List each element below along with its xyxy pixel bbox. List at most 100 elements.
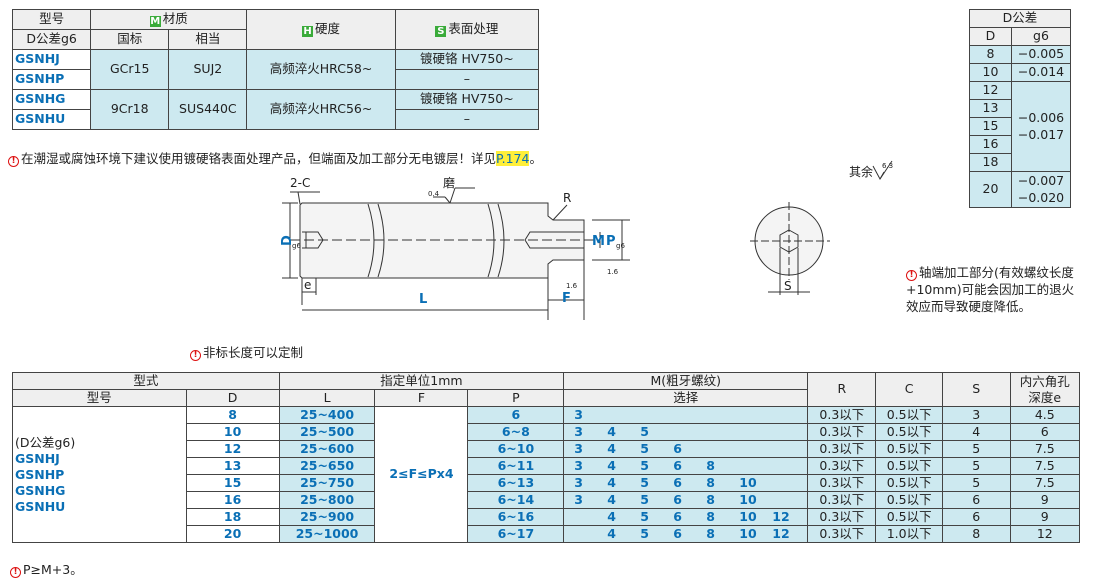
surface-cell: –: [394, 69, 540, 90]
dim-s-label: S: [784, 279, 792, 293]
d-cell: 13: [185, 457, 280, 475]
s-cell: 8: [941, 525, 1011, 543]
tol-header-d: D: [969, 27, 1012, 46]
model-code: GSNHP: [11, 69, 92, 90]
m-option: 10: [739, 525, 757, 541]
r-cell: 0.3以下: [807, 525, 877, 543]
svg-text:0.4: 0.4: [428, 190, 440, 198]
tol-d: 18: [969, 153, 1012, 172]
m-option: 8: [706, 508, 715, 524]
warning-icon: !: [8, 156, 19, 167]
gb-cell: GCr15: [90, 49, 170, 90]
badge-h: H: [302, 25, 314, 37]
s-cell: 5: [941, 440, 1011, 458]
r-cell: 0.3以下: [807, 491, 877, 509]
svg-text:1.6: 1.6: [607, 268, 619, 276]
eq-cell: SUS440C: [168, 89, 248, 130]
header-m: M(粗牙螺纹): [563, 372, 809, 390]
d-cell: 10: [185, 423, 280, 441]
m-option: 4: [607, 423, 616, 439]
note-plating: !在潮湿或腐蚀环境下建议使用镀硬铬表面处理产品，但端面及加工部分无电镀层！详见P…: [8, 148, 542, 167]
d-cell: 16: [185, 491, 280, 509]
p-cell: 6~16: [467, 508, 565, 526]
tol-d: 16: [969, 135, 1012, 154]
p-cell: 6~8: [467, 423, 565, 441]
m-option: 5: [640, 457, 649, 473]
svg-text:g6: g6: [616, 242, 625, 250]
m-option: 4: [607, 440, 616, 456]
m-option: 6: [673, 491, 682, 507]
f-cell: 2≤F≤Px4: [374, 406, 469, 543]
m-option: 8: [706, 457, 715, 473]
header-type: 型式: [12, 372, 280, 390]
m-option: 5: [640, 508, 649, 524]
m-option: 5: [640, 491, 649, 507]
surface-cell: 镀硬铬 HV750~: [394, 89, 540, 110]
c-cell: 0.5以下: [875, 423, 943, 441]
header-model: 型号: [11, 9, 92, 30]
s-cell: 5: [941, 474, 1011, 492]
badge-m: M: [149, 15, 161, 27]
l-cell: 25~800: [278, 491, 376, 509]
page-link[interactable]: P.174: [496, 151, 530, 166]
s-cell: 3: [941, 406, 1011, 424]
header-d: D: [185, 389, 280, 407]
header-model: 型号: [12, 389, 187, 407]
d-cell: 12: [185, 440, 280, 458]
tol-d: 10: [969, 63, 1012, 82]
m-option: 8: [706, 474, 715, 490]
tol-g6: −0.005: [1011, 45, 1071, 64]
hex-depth-cell: 6: [1009, 423, 1081, 441]
r-cell: 0.3以下: [807, 440, 877, 458]
d-cell: 15: [185, 474, 280, 492]
l-cell: 25~400: [278, 406, 376, 424]
model-code: GSNHU: [15, 498, 66, 514]
model-code: GSNHP: [15, 466, 65, 482]
tol-d: 15: [969, 117, 1012, 136]
svg-text:6.3: 6.3: [882, 162, 893, 170]
header-r: R: [807, 372, 877, 407]
surface-cell: –: [394, 109, 540, 130]
header-l: L: [278, 389, 376, 407]
model-code: GSNHJ: [15, 450, 60, 466]
dim-e-label: e: [304, 278, 311, 292]
m-option: 6: [673, 440, 682, 456]
c-cell: 0.5以下: [875, 474, 943, 492]
grind-label: 磨: [443, 176, 455, 190]
tol-g6: −0.006−0.017: [1011, 81, 1071, 172]
m-option: 10: [739, 491, 757, 507]
hex-depth-cell: 9: [1009, 491, 1081, 509]
m-option: 12: [772, 525, 790, 541]
model-code: GSNHG: [15, 482, 66, 498]
shaft-drawing: D M P L F 2-C 磨 R e S 其余 g6 g6 0.4 1.6 1…: [280, 160, 893, 320]
m-option: 6: [673, 525, 682, 541]
m-option: 10: [739, 474, 757, 490]
l-cell: 25~750: [278, 474, 376, 492]
m-option: 4: [607, 508, 616, 524]
p-cell: 6~13: [467, 474, 565, 492]
c-cell: 0.5以下: [875, 491, 943, 509]
s-cell: 6: [941, 508, 1011, 526]
warning-icon: !: [906, 270, 917, 281]
svg-text:g6: g6: [292, 242, 301, 250]
l-cell: 25~900: [278, 508, 376, 526]
dim-m-label: M: [592, 234, 605, 249]
warning-icon: !: [190, 350, 201, 361]
tol-g6: −0.007−0.020: [1011, 171, 1071, 208]
tol-title: D公差: [969, 9, 1071, 28]
c-cell: 0.5以下: [875, 406, 943, 424]
dim-f-label: F: [562, 291, 571, 306]
eq-cell: SUJ2: [168, 49, 248, 90]
tol-g6: −0.014: [1011, 63, 1071, 82]
m-option: 4: [607, 474, 616, 490]
r-cell: 0.3以下: [807, 457, 877, 475]
dim-p-label: P: [606, 234, 616, 249]
badge-s: S: [435, 25, 447, 37]
radius-label: R: [563, 191, 571, 205]
svg-text:1.6: 1.6: [566, 282, 578, 290]
gb-cell: 9Cr18: [90, 89, 170, 130]
header-p: P: [467, 389, 565, 407]
